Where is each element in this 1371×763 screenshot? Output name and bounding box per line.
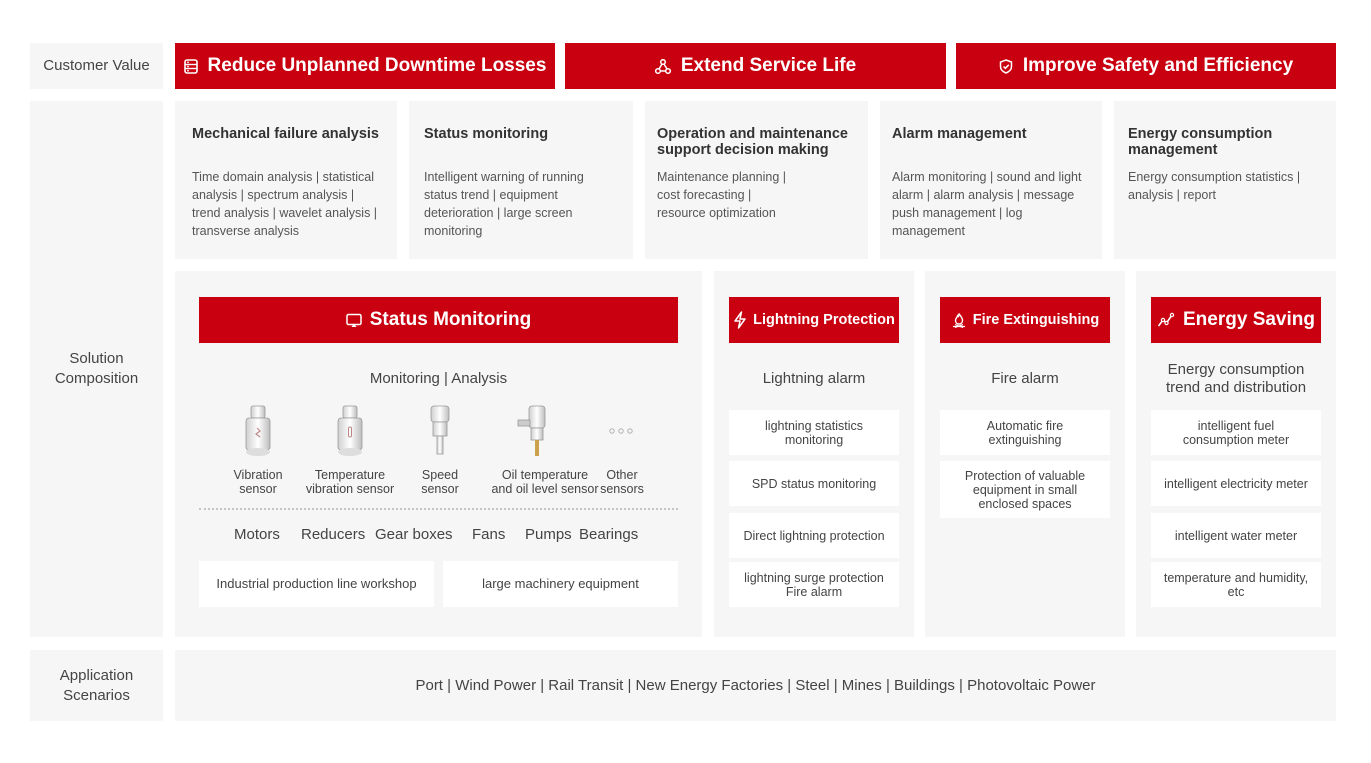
module-title: Lightning Protection	[753, 312, 895, 328]
module-title: Fire Extinguishing	[972, 312, 1100, 328]
module-subtitle: Fire alarm	[991, 370, 1059, 387]
value-reduce-downtime: Reduce Unplanned Downtime Losses	[175, 43, 555, 89]
list-item: lightning surge protection Fire alarm	[729, 562, 899, 607]
row-label-solution-composition: Solution Composition	[30, 101, 163, 637]
list-item: lightning statistics monitoring	[729, 410, 899, 455]
row-label-customer-value: Customer Value	[30, 43, 163, 89]
module-header: Lightning Protection	[729, 297, 899, 343]
card-title: Alarm management	[892, 126, 1027, 142]
list-item: intelligent water meter	[1151, 513, 1321, 558]
card-title: Operation and maintenance support decisi…	[657, 126, 848, 158]
fire-icon	[952, 312, 965, 328]
list-item: intelligent fuel consumption meter	[1151, 410, 1321, 455]
card-title: Mechanical failure analysis	[192, 126, 379, 142]
module-status-monitoring: Status Monitoring Monitoring | Analysis …	[175, 271, 702, 637]
card-title: Status monitoring	[424, 126, 549, 142]
lightning-icon	[734, 311, 746, 329]
speed-sensor-icon	[430, 405, 450, 455]
card-description: Energy consumption statistics | analysis…	[1128, 170, 1301, 202]
temperature-vibration-sensor-icon	[337, 405, 363, 456]
sensor-label: Other sensors	[600, 468, 644, 496]
more-dots-icon	[609, 428, 633, 434]
card-mechanical-failure-analysis: Mechanical failure analysis Time domain …	[175, 101, 397, 259]
value-label: Extend Service Life	[680, 55, 857, 76]
dotted-divider	[199, 508, 678, 510]
sensor-label: Speed sensor	[421, 468, 459, 496]
card-alarm-management: Alarm management Alarm monitoring | soun…	[880, 101, 1102, 259]
server-icon	[183, 58, 198, 74]
list-item: temperature and humidity, etc	[1151, 562, 1321, 607]
value-label: Improve Safety and Efficiency	[1022, 55, 1294, 76]
card-status-monitoring: Status monitoring Intelligent warning of…	[409, 101, 633, 259]
nodes-icon	[654, 58, 671, 74]
sensor-label: Temperature vibration sensor	[305, 468, 395, 496]
value-extend-service-life: Extend Service Life	[565, 43, 946, 89]
list-item: SPD status monitoring	[729, 461, 899, 506]
module-fire-extinguishing: Fire Extinguishing Fire alarm Automatic …	[925, 271, 1125, 637]
list-item: intelligent electricity meter	[1151, 461, 1321, 506]
place-box: Industrial production line workshop	[199, 561, 434, 607]
module-subtitle: Lightning alarm	[762, 370, 866, 387]
sensor-label: Vibration sensor	[233, 468, 283, 496]
module-title: Energy Saving	[1183, 309, 1315, 330]
card-title: Energy consumption management	[1128, 126, 1273, 158]
value-label: Reduce Unplanned Downtime Losses	[207, 55, 547, 76]
trend-chart-icon	[1157, 312, 1175, 327]
module-lightning-protection: Lightning Protection Lightning alarm lig…	[714, 271, 914, 637]
card-description: Maintenance planning | cost forecasting …	[657, 170, 787, 220]
device-label: Motors	[234, 526, 280, 543]
vibration-sensor-icon	[245, 405, 271, 456]
list-item: Automatic fire extinguishing	[940, 410, 1110, 455]
module-subtitle: Monitoring | Analysis	[369, 370, 508, 387]
device-label: Fans	[472, 526, 506, 543]
value-improve-safety: Improve Safety and Efficiency	[956, 43, 1336, 89]
card-description: Alarm monitoring | sound and light alarm…	[892, 170, 1082, 238]
list-item: Direct lightning protection	[729, 513, 899, 558]
device-label: Pumps	[525, 526, 572, 543]
card-energy-consumption-management: Energy consumption management Energy con…	[1114, 101, 1336, 259]
monitor-icon	[346, 313, 362, 327]
module-energy-saving: Energy Saving Energy consumption trend a…	[1136, 271, 1336, 637]
sensor-label: Oil temperature and oil level sensor	[491, 468, 599, 496]
place-box: large machinery equipment	[443, 561, 678, 607]
application-scenarios: Port | Wind Power | Rail Transit | New E…	[175, 650, 1336, 721]
row-label-application-scenarios: Application Scenarios	[30, 650, 163, 721]
oil-level-sensor-icon	[517, 405, 546, 456]
card-description: Intelligent warning of running status tr…	[424, 170, 584, 238]
shield-check-icon	[999, 58, 1013, 74]
card-om-decision-making: Operation and maintenance support decisi…	[645, 101, 868, 259]
module-title: Status Monitoring	[369, 309, 532, 330]
device-label: Bearings	[579, 526, 639, 543]
device-label: Gear boxes	[375, 526, 453, 543]
module-header: Energy Saving	[1151, 297, 1321, 343]
module-subtitle: Energy consumption trend and distributio…	[1165, 361, 1307, 396]
list-item: Protection of valuable equipment in smal…	[940, 461, 1110, 518]
card-description: Time domain analysis | statistical analy…	[192, 170, 378, 238]
module-header: Status Monitoring	[199, 297, 678, 343]
device-label: Reducers	[301, 526, 366, 543]
module-header: Fire Extinguishing	[940, 297, 1110, 343]
